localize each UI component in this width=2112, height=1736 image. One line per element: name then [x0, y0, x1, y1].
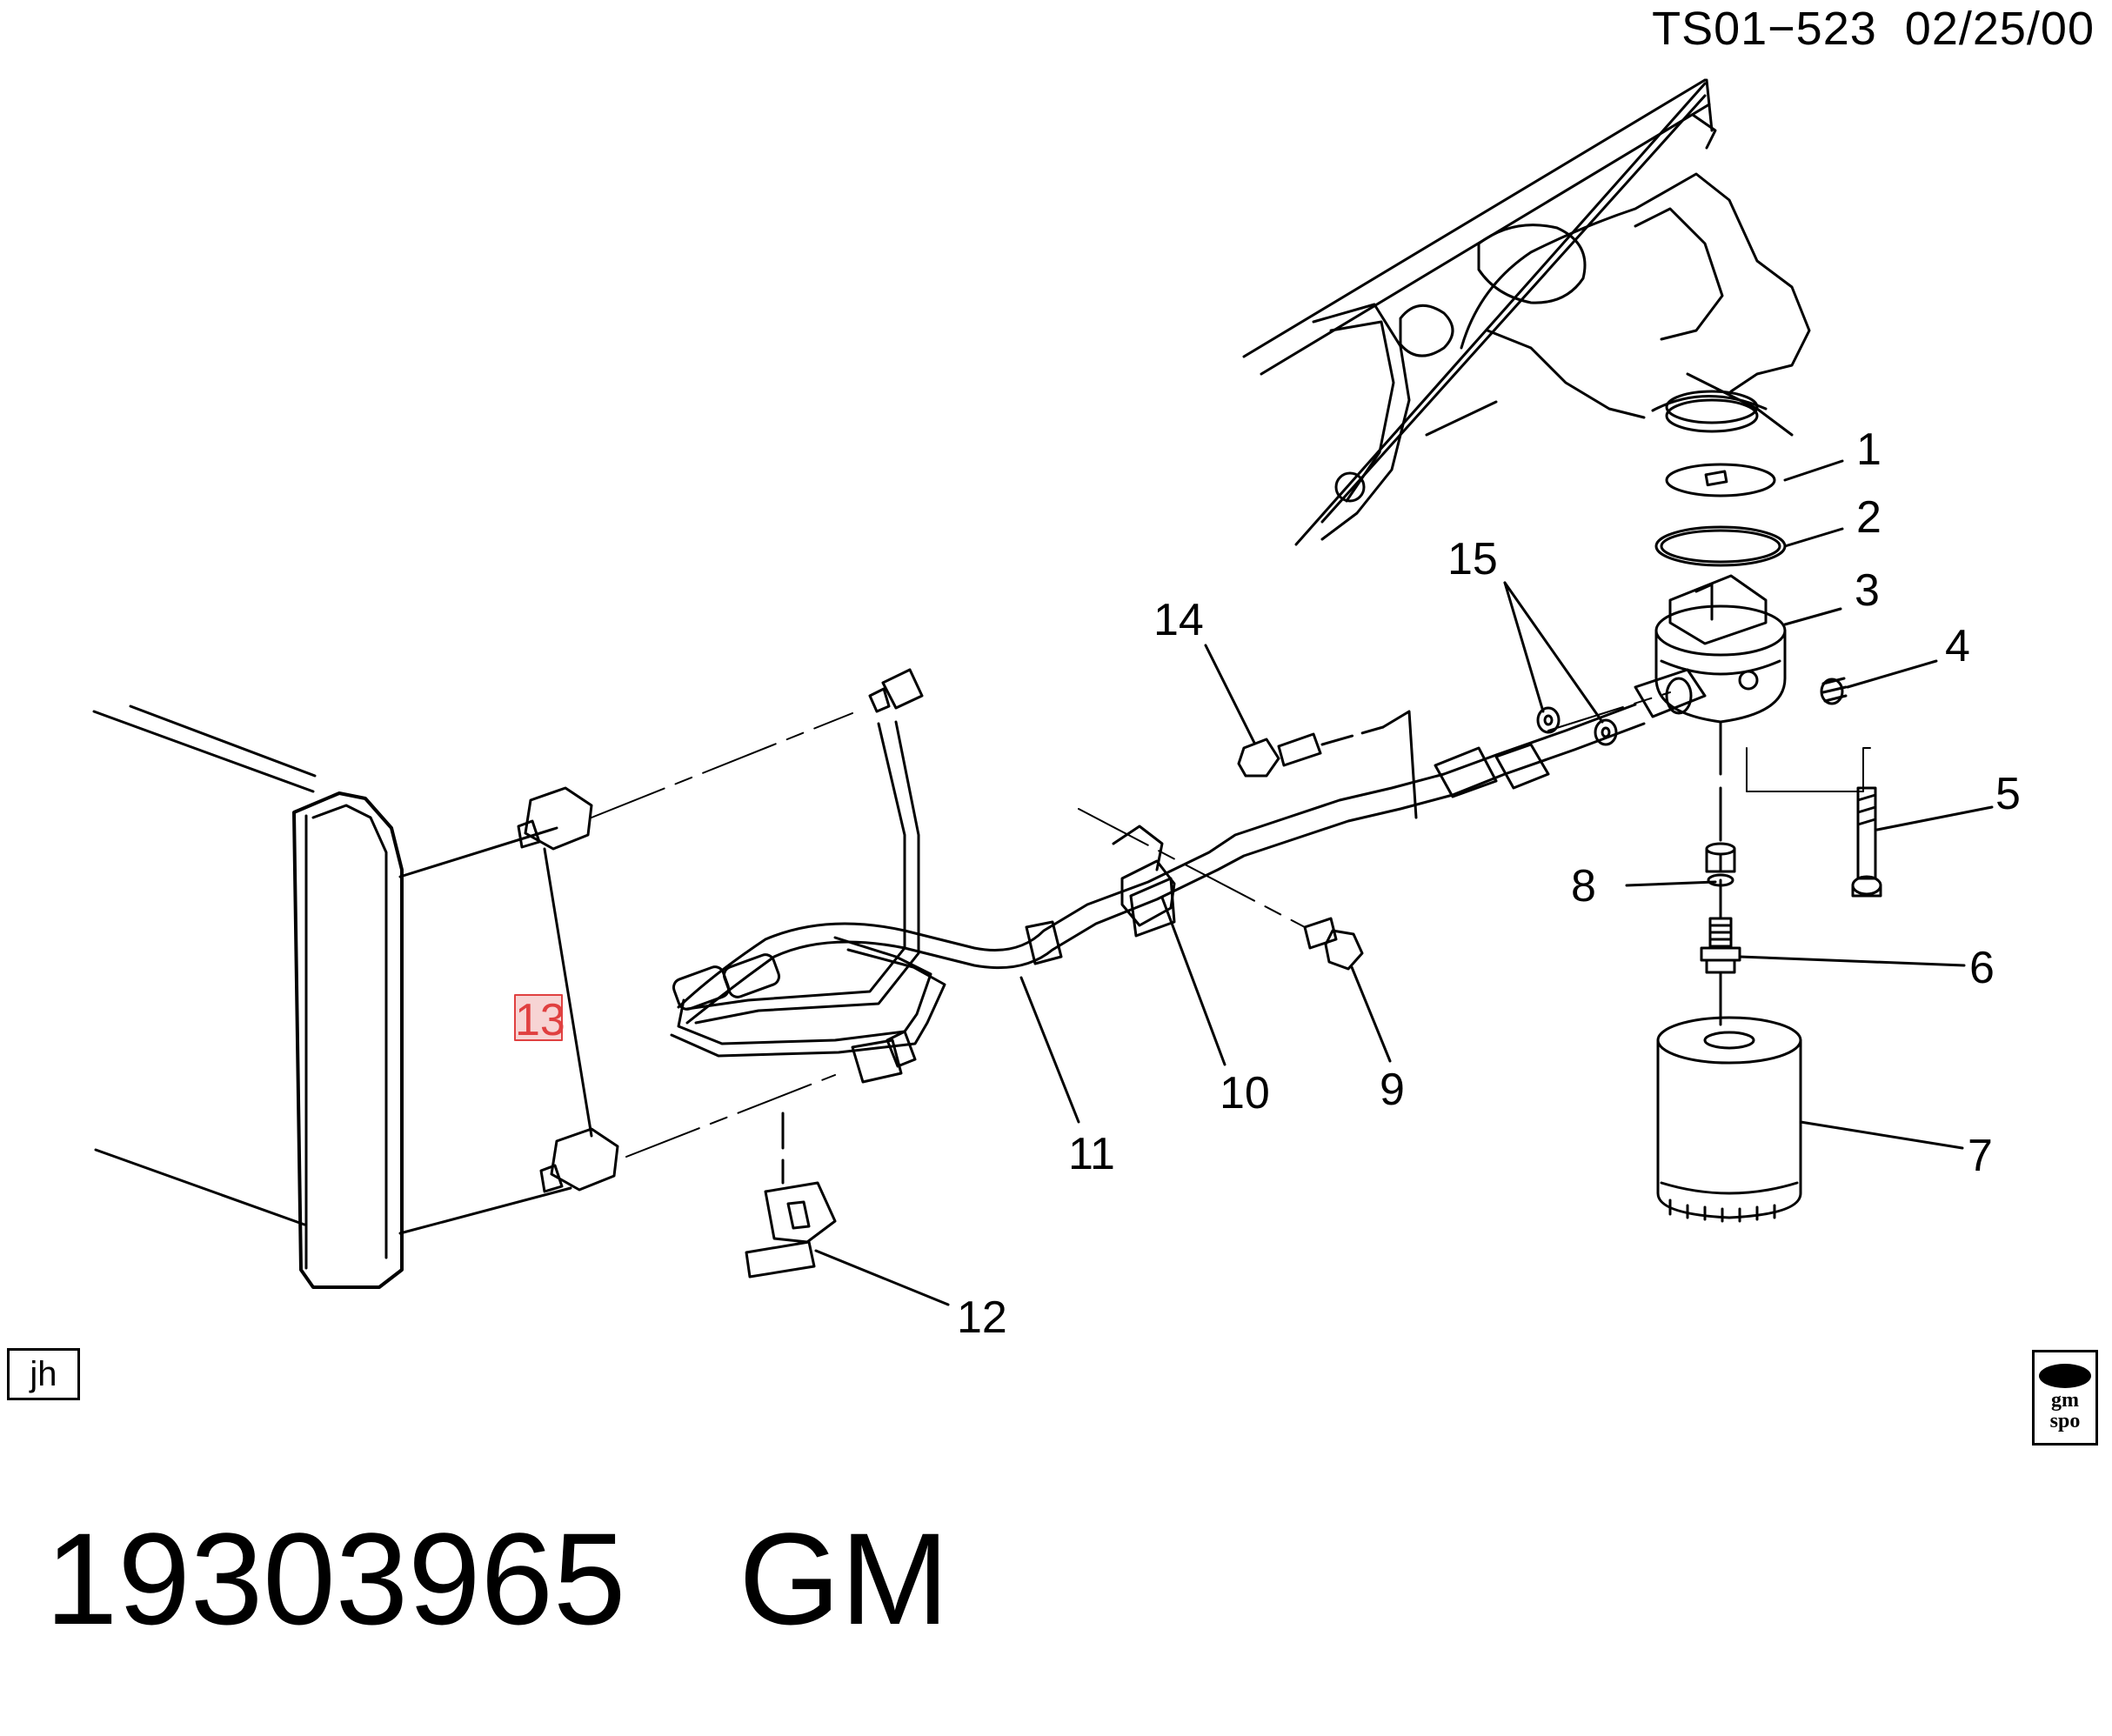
callout-7: 7	[1968, 1131, 1993, 1181]
connector-part-13	[517, 786, 619, 1193]
gasket-part-1	[1665, 463, 1776, 497]
drawing-header: TS01−523 02/25/00	[1652, 2, 2095, 56]
radiator-assembly	[92, 704, 572, 1289]
logo-oval-icon	[2039, 1364, 2091, 1388]
oil-filter-part-7	[1656, 1016, 1802, 1223]
washer-part-15	[1536, 706, 1618, 746]
bracket-part-12	[745, 1112, 837, 1279]
drawing-id: TS01−523	[1652, 3, 1877, 55]
logo-line-2: spo	[2049, 1410, 2081, 1432]
callout-6: 6	[1969, 943, 1995, 993]
callout-10: 10	[1220, 1068, 1270, 1118]
callout-13: 13	[515, 995, 565, 1045]
callout-4: 4	[1945, 621, 1970, 671]
callout-2: 2	[1856, 492, 1881, 543]
callout-9: 9	[1380, 1065, 1405, 1115]
engine-block	[1242, 78, 1811, 546]
callout-3: 3	[1855, 565, 1880, 616]
callout-8: 8	[1571, 861, 1596, 911]
bolt-part-14	[1237, 710, 1418, 819]
leader-lines	[814, 459, 1994, 1306]
callout-5: 5	[1995, 769, 2021, 819]
drawing-date: 02/25/00	[1904, 3, 2095, 55]
callout-13-highlight[interactable]: 13	[514, 994, 565, 1045]
callout-12: 12	[957, 1292, 1007, 1343]
phantom-lines	[591, 691, 1671, 1158]
callout-15: 15	[1447, 534, 1498, 584]
adapter-part-3	[1634, 574, 1787, 724]
callout-14: 14	[1153, 595, 1204, 645]
artist-initials: jh	[30, 1354, 57, 1393]
callout-1: 1	[1856, 424, 1881, 475]
fitting-part-6	[1700, 917, 1741, 974]
oil-cooler-lines	[670, 668, 1646, 1084]
logo-line-1: gm	[2051, 1389, 2079, 1412]
gm-spo-logo: gm spo	[2032, 1350, 2098, 1446]
callout-11: 11	[1068, 1129, 1115, 1179]
plug-part-4	[1820, 677, 1848, 705]
bolt-part-9	[1303, 917, 1364, 971]
bolt-part-5	[1851, 786, 1882, 898]
brand-name: GM	[739, 1506, 950, 1652]
filter-adapter-stack	[1634, 390, 1882, 1223]
o-ring-part-2	[1654, 525, 1787, 567]
part-number: 19303965	[45, 1506, 626, 1652]
artist-initials-box: jh	[7, 1348, 80, 1400]
callout-labels: 1 2 3 4 5 6 7 8 9 10 11 12 14 15	[957, 424, 2021, 1343]
